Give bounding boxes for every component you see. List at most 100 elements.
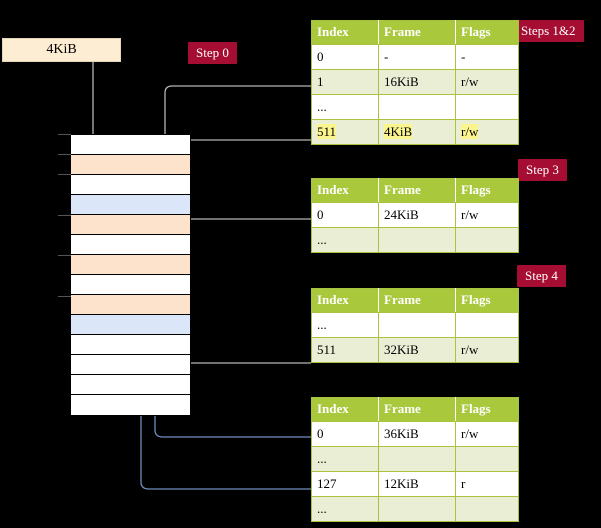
memory-tick-2	[58, 174, 71, 175]
cell-flags: r	[455, 471, 519, 497]
badge-step-0-label: Step 0	[196, 45, 229, 60]
table-row[interactable]: 0 - -	[311, 44, 519, 70]
header-flags: Flags	[455, 178, 519, 203]
cell-flags: r/w	[455, 421, 519, 447]
badge-step-0: Step 0	[188, 42, 237, 64]
cell-index: ...	[311, 94, 379, 120]
page-table-level2: Index Frame Flags ... 511 32KiB r/w	[311, 288, 519, 363]
cell-frame: 16KiB	[378, 69, 456, 95]
table-header-row: Index Frame Flags	[311, 178, 519, 203]
table-header-row: Index Frame Flags	[311, 20, 519, 45]
header-frame: Frame	[378, 397, 456, 422]
page-table-level4: Index Frame Flags 0 - - 1 16KiB r/w ...	[311, 20, 519, 145]
table-row[interactable]: ...	[311, 227, 519, 253]
cell-flags	[455, 496, 519, 522]
cell-flags	[455, 312, 519, 338]
cell-index: 511	[311, 337, 379, 363]
header-frame: Frame	[378, 288, 456, 313]
wire-l3row0-to-frame	[178, 218, 311, 272]
badge-step-3: Step 3	[518, 159, 567, 181]
memory-frame-row[interactable]	[71, 315, 190, 335]
memory-frame-row[interactable]	[71, 275, 190, 295]
cell-frame: 24KiB	[378, 202, 456, 228]
table-row[interactable]: ...	[311, 312, 519, 338]
cell-index: ...	[311, 227, 379, 253]
cell-flags: r/w	[455, 119, 519, 145]
page-table-level3: Index Frame Flags 0 24KiB r/w ...	[311, 178, 519, 253]
cell-index: 511	[311, 119, 379, 145]
memory-tick-5	[58, 296, 71, 297]
cell-frame	[378, 312, 456, 338]
memory-tick-3	[58, 215, 71, 216]
table-row[interactable]: 1 16KiB r/w	[311, 69, 519, 95]
table-row[interactable]: 127 12KiB r	[311, 471, 519, 497]
memory-tick-0	[58, 134, 71, 135]
cell-frame: 4KiB	[378, 119, 456, 145]
cell-index-highlight: 511	[317, 123, 337, 139]
memory-frame-row[interactable]	[71, 235, 190, 255]
table-header-row: Index Frame Flags	[311, 397, 519, 422]
memory-frame-row[interactable]	[71, 335, 190, 355]
header-frame: Frame	[378, 178, 456, 203]
memory-frame-row[interactable]	[71, 195, 190, 215]
memory-frame-row[interactable]	[71, 215, 190, 235]
cell-frame: 36KiB	[378, 421, 456, 447]
cell-flags	[455, 446, 519, 472]
table-row[interactable]: ...	[311, 496, 519, 522]
page-table-level1: Index Frame Flags 0 36KiB r/w ... 127 12…	[311, 397, 519, 522]
cell-index: 0	[311, 421, 379, 447]
table-row[interactable]: 511 4KiB r/w	[311, 119, 519, 145]
cell-frame	[378, 94, 456, 120]
memory-tick-1	[58, 154, 71, 155]
cell-frame-highlight: 4KiB	[384, 123, 413, 139]
table-header-row: Index Frame Flags	[311, 288, 519, 313]
table-row[interactable]: ...	[311, 446, 519, 472]
badge-step-4: Step 4	[517, 265, 566, 287]
badge-steps-1-2-label: Steps 1&2	[521, 23, 576, 38]
table-row[interactable]: 511 32KiB r/w	[311, 337, 519, 363]
cell-flags-highlight: r/w	[461, 123, 479, 139]
header-index: Index	[311, 288, 379, 313]
wire-l4row511-to-frame	[178, 139, 311, 159]
badge-steps-1-2: Steps 1&2	[513, 20, 584, 42]
cell-index: ...	[311, 496, 379, 522]
header-index: Index	[311, 397, 379, 422]
cell-frame	[378, 496, 456, 522]
cell-index: 127	[311, 471, 379, 497]
cell-frame: -	[378, 44, 456, 70]
badge-step-4-label: Step 4	[525, 268, 558, 283]
table-row[interactable]: 0 36KiB r/w	[311, 421, 519, 447]
cell-index: ...	[311, 446, 379, 472]
table-row[interactable]: ...	[311, 94, 519, 120]
header-flags: Flags	[455, 397, 519, 422]
memory-frame-row[interactable]	[71, 155, 190, 175]
cell-flags: r/w	[455, 69, 519, 95]
cell-flags: r/w	[455, 337, 519, 363]
header-flags: Flags	[455, 20, 519, 45]
cell-frame: 32KiB	[378, 337, 456, 363]
memory-tick-4	[58, 255, 71, 256]
table-row[interactable]: 0 24KiB r/w	[311, 202, 519, 228]
memory-frame-row[interactable]	[71, 375, 190, 395]
cell-index: ...	[311, 312, 379, 338]
memory-frame-row[interactable]	[71, 175, 190, 195]
cell-flags: r/w	[455, 202, 519, 228]
header-frame: Frame	[378, 20, 456, 45]
cell-index: 1	[311, 69, 379, 95]
cell-flags	[455, 227, 519, 253]
source-frame-box: 4KiB	[2, 38, 121, 62]
header-index: Index	[311, 178, 379, 203]
cell-index: 0	[311, 44, 379, 70]
cell-flags: -	[455, 44, 519, 70]
cell-frame	[378, 227, 456, 253]
memory-frame-row[interactable]	[71, 295, 190, 315]
memory-frame-row[interactable]	[71, 255, 190, 275]
badge-step-3-label: Step 3	[526, 162, 559, 177]
source-frame-label: 4KiB	[46, 42, 77, 57]
memory-frame-row[interactable]	[71, 395, 190, 415]
cell-index: 0	[311, 202, 379, 228]
cell-frame	[378, 446, 456, 472]
memory-frame-row[interactable]	[71, 135, 190, 155]
memory-frame-row[interactable]	[71, 355, 190, 375]
